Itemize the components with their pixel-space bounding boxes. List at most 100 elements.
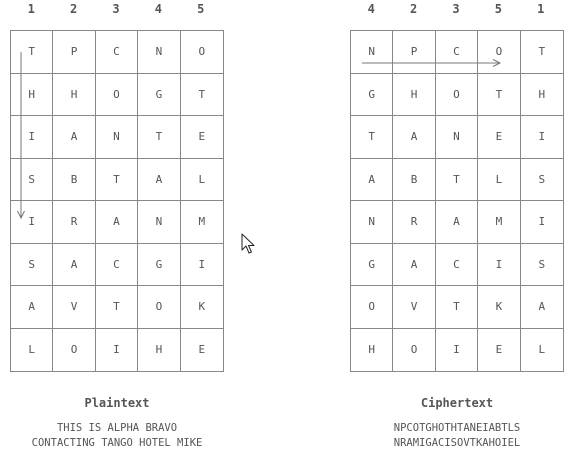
plaintext-grid-cell: I <box>96 328 139 371</box>
ciphertext-grid-cell: H <box>351 328 394 371</box>
ciphertext-grid-cell: V <box>393 286 436 329</box>
plaintext-grid-cell: H <box>53 73 96 116</box>
ciphertext-grid-cell: I <box>478 243 521 286</box>
ciphertext-column-headers: 4 2 3 5 1 <box>350 0 564 24</box>
ciphertext-grid-cell: H <box>520 74 563 116</box>
ciphertext-column-header: 1 <box>537 2 545 16</box>
ciphertext-grid-cell: T <box>435 158 479 201</box>
ciphertext-grid-cell: A <box>520 286 563 329</box>
ciphertext-grid-cell: C <box>435 31 479 74</box>
plaintext-column-header: 1 <box>27 2 35 16</box>
plaintext-grid-cell: G <box>138 73 181 116</box>
plaintext-grid-cell: I <box>180 244 223 286</box>
plaintext-grid-cell: A <box>53 116 96 159</box>
plaintext-grid-cell: E <box>180 116 223 159</box>
ciphertext-grid-cell: R <box>393 201 436 244</box>
ciphertext-column-header: 5 <box>494 2 502 16</box>
plaintext-grid-cell: B <box>53 158 96 201</box>
plaintext-column-header: 3 <box>112 2 120 16</box>
ciphertext-column-header: 2 <box>409 2 418 16</box>
plaintext-line-2: CONTACTING TANGO HOTEL MIKE <box>31 437 203 449</box>
plaintext-grid-cell: S <box>11 158 54 201</box>
ciphertext-grid-cell: O <box>351 286 394 329</box>
plaintext-grid-cell: N <box>138 201 181 244</box>
plaintext-grid-cell: L <box>180 159 223 201</box>
ciphertext-grid-cell: G <box>351 243 394 286</box>
ciphertext-grid-cell: A <box>393 116 436 159</box>
plaintext-grid-cell: P <box>53 31 96 74</box>
plaintext-grid-cell: A <box>11 286 54 329</box>
ciphertext-grid-cell: I <box>520 201 563 244</box>
plaintext-message: THIS IS ALPHA BRAVO CONTACTING TANGO HOT… <box>10 421 224 451</box>
ciphertext-grid-cell: I <box>520 116 563 159</box>
ciphertext-grid-cell: N <box>351 201 394 244</box>
plaintext-grid-cell: O <box>95 73 139 116</box>
ciphertext-grid-cell: A <box>435 201 479 244</box>
plaintext-grid-cell: M <box>180 201 223 244</box>
plaintext-column-header: 4 <box>154 2 162 16</box>
plaintext-grid-cell: V <box>53 286 96 329</box>
plaintext-grid-cell: G <box>138 243 181 286</box>
plaintext-grid-cell: C <box>95 31 139 74</box>
ciphertext-line-2: NRAMIGACISOVTKAHOIEL <box>393 437 521 449</box>
plaintext-line-1: THIS IS ALPHA BRAVO <box>56 422 178 434</box>
ciphertext-grid-cell: M <box>478 201 521 244</box>
ciphertext-grid-cell: T <box>435 286 479 329</box>
plaintext-grid-cell: L <box>11 328 54 371</box>
ciphertext-grid-cell: A <box>393 243 436 286</box>
plaintext-column-header: 2 <box>69 2 78 16</box>
plaintext-grid-cell: R <box>53 201 96 244</box>
ciphertext-grid-cell: B <box>393 158 436 201</box>
plaintext-title: Plaintext <box>84 396 150 410</box>
mouse-pointer-icon <box>241 233 255 254</box>
plaintext-column-headers: 1 2 3 4 5 <box>10 0 224 24</box>
plaintext-grid-cell: T <box>95 158 139 201</box>
ciphertext-grid-cell: A <box>351 158 394 201</box>
ciphertext-grid-cell: C <box>435 243 479 286</box>
plaintext-grid-cell: N <box>95 116 139 159</box>
plaintext-column-header: 5 <box>197 2 205 16</box>
plaintext-grid-cell: T <box>138 116 181 159</box>
plaintext-grid-cell: N <box>138 31 181 74</box>
ciphertext-column-header: 4 <box>367 2 375 16</box>
plaintext-grid-cell: I <box>11 116 54 159</box>
ciphertext-grid-cell: O <box>478 31 521 74</box>
plaintext-grid-cell: I <box>11 201 54 244</box>
ciphertext-grid-cell: S <box>520 159 563 201</box>
plaintext-grid-cell: E <box>198 343 206 357</box>
ciphertext-grid-cell: S <box>520 244 563 286</box>
plaintext-grid-cell: O <box>180 31 223 74</box>
ciphertext-grid-cell: L <box>538 343 546 357</box>
ciphertext-grid-cell: T <box>520 31 563 74</box>
ciphertext-grid-cell: P <box>393 31 436 74</box>
ciphertext-title: Ciphertext <box>420 396 494 410</box>
ciphertext-grid-cell: I <box>436 328 479 371</box>
ciphertext-message: NPCOTGHOTHTANEIABTLS NRAMIGACISOVTKAHOIE… <box>350 421 564 451</box>
plaintext-grid-cell: H <box>138 328 181 371</box>
plaintext-grid-cell: T <box>11 31 54 74</box>
plaintext-grid-cell: O <box>53 328 96 371</box>
ciphertext-grid-cell: E <box>478 116 521 159</box>
ciphertext-grid-cell: T <box>478 73 521 116</box>
plaintext-grid-cell: T <box>95 286 139 329</box>
ciphertext-grid-cell: O <box>435 73 479 116</box>
ciphertext-grid-cell: E <box>478 328 521 371</box>
ciphertext-grid-cell: N <box>351 31 394 74</box>
ciphertext-column-header: 3 <box>452 2 460 16</box>
ciphertext-grid-cell: T <box>351 116 394 159</box>
plaintext-grid-cell: S <box>11 243 54 286</box>
plaintext-grid-cell: A <box>95 201 139 244</box>
plaintext-grid-cell: O <box>138 286 181 329</box>
plaintext-grid-cell: A <box>138 158 181 201</box>
plaintext-grid-cell: T <box>180 74 223 116</box>
ciphertext-line-1: NPCOTGHOTHTANEIABTLS <box>393 422 521 434</box>
ciphertext-grid-cell: O <box>393 328 436 371</box>
ciphertext-grid-cell: L <box>478 158 521 201</box>
ciphertext-grid-cell: K <box>478 286 521 329</box>
plaintext-grid-cell: H <box>11 73 54 116</box>
ciphertext-grid-cell: N <box>435 116 479 159</box>
ciphertext-grid-cell: H <box>393 73 436 116</box>
plaintext-grid-cell: C <box>95 243 139 286</box>
